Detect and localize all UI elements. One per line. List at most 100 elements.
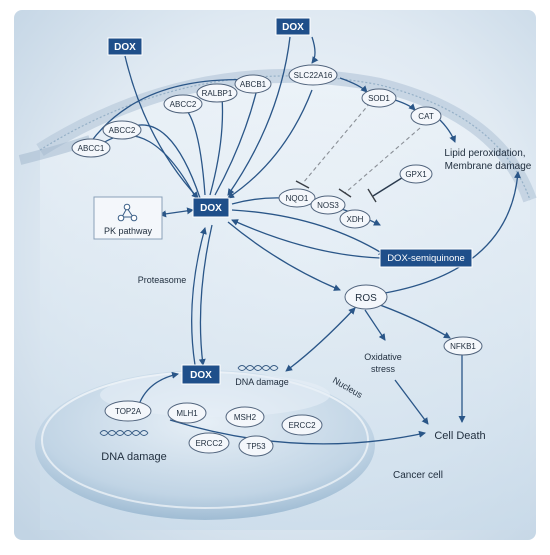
inhibition-bars [295, 175, 406, 203]
node-ercc2-left[interactable]: ERCC2 [188, 432, 230, 454]
arrow-dox-to-ros [227, 221, 341, 291]
node-mlh1[interactable]: MLH1 [167, 402, 207, 424]
dna-damage-cyto-label: DNA damage [235, 377, 289, 387]
arc-abcc1 [99, 134, 199, 203]
gpx1-label: GPX1 [405, 170, 427, 179]
abcc2-lower-label: ABCC2 [109, 126, 136, 135]
dna-helix-nucleus [99, 430, 149, 436]
ralbp1-label: RALBP1 [202, 89, 233, 98]
arrow-nucleus-to-death [169, 419, 426, 445]
cancer-cell-label: Cancer cell [393, 470, 443, 481]
node-ros[interactable]: ROS [344, 284, 388, 310]
msh2-label: MSH2 [234, 413, 257, 422]
nqo1-label: NQO1 [286, 194, 309, 203]
node-nos3[interactable]: NOS3 [310, 195, 346, 215]
arrow-cat-to-lipid [439, 119, 456, 143]
arrow-slc-to-dox [227, 89, 313, 199]
arc-abcb1 [214, 84, 259, 196]
pathway-arrows [89, 36, 521, 445]
node-top2a[interactable]: TOP2A [104, 400, 152, 422]
dox-semiquinone-box[interactable]: DOX-semiquinone [379, 248, 473, 268]
inhibit-cat [344, 127, 421, 194]
arrow-pk-dox [159, 207, 194, 218]
dox-box-left[interactable]: DOX [107, 37, 143, 56]
inhibition-lines [302, 102, 421, 194]
node-slc22a16[interactable]: SLC22A16 [288, 64, 338, 86]
inhibit-bar-1 [295, 180, 310, 189]
dox-label-center: DOX [200, 203, 222, 214]
node-tp53[interactable]: TP53 [238, 435, 274, 457]
node-gpx1[interactable]: GPX1 [399, 164, 433, 184]
dna-damage-nucleus-label: DNA damage [101, 451, 166, 463]
arrow-ox-to-death [394, 379, 429, 425]
arrow-dox-to-semiq [231, 209, 386, 256]
arrow-slc-to-sod1 [339, 77, 368, 93]
node-abcc2-upper[interactable]: ABCC2 [163, 94, 203, 114]
pk-pathway-label: PK pathway [104, 226, 153, 236]
xdh-label: XDH [347, 215, 364, 224]
top2a-label: TOP2A [115, 407, 142, 416]
ercc2-right-label: ERCC2 [288, 421, 316, 430]
arrow-dox-to-nuclear [198, 224, 213, 366]
node-abcc2-lower[interactable]: ABCC2 [102, 120, 142, 140]
node-nfkb1[interactable]: NFKB1 [443, 336, 483, 356]
membrane-texture [39, 75, 531, 201]
inhibit-bar-3 [367, 188, 377, 203]
oxidative-label-line1: Oxidative [364, 352, 402, 362]
arc-efflux-top [89, 76, 253, 144]
lipid-label-line1: Lipid peroxidation, [444, 148, 525, 159]
node-msh2[interactable]: MSH2 [225, 406, 265, 428]
node-xdh[interactable]: XDH [339, 209, 371, 229]
inhibit-sod1 [302, 102, 371, 184]
dox-box-top[interactable]: DOX [275, 17, 311, 36]
network-icon [117, 203, 138, 222]
oxidative-label-line2: stress [371, 364, 396, 374]
abcc1-label: ABCC1 [78, 144, 105, 153]
arrow-top2a-to-dox [139, 371, 179, 403]
arrow-topdox-to-dox [227, 36, 291, 196]
inhibit-gpx1 [372, 175, 406, 197]
mlh1-label: MLH1 [176, 409, 198, 418]
node-ralbp1[interactable]: RALBP1 [196, 83, 238, 103]
dox-box-center[interactable]: DOX [192, 197, 230, 218]
arrow-sod1-to-cat [394, 99, 416, 111]
arrow-semiq-to-dox [231, 219, 381, 259]
node-abcc1[interactable]: ABCC1 [71, 138, 111, 158]
dox-label-top: DOX [282, 22, 304, 33]
ros-label: ROS [355, 293, 377, 304]
dox-label-nuclear: DOX [190, 370, 212, 381]
abcb1-label: ABCB1 [240, 80, 267, 89]
dna-helix-cyto [237, 365, 279, 371]
tp53-label: TP53 [246, 442, 266, 451]
arrow-ros-to-lipid [384, 171, 521, 294]
arrow-ros-to-nfkb1 [379, 304, 451, 339]
node-cat[interactable]: CAT [410, 106, 442, 126]
node-sod1[interactable]: SOD1 [361, 88, 397, 108]
dox-box-nuclear[interactable]: DOX [181, 364, 221, 385]
inhibit-bar-2 [338, 188, 352, 198]
arrow-dna-ros [285, 307, 356, 372]
pk-pathway-box[interactable]: PK pathway [93, 196, 163, 240]
nfkb1-label: NFKB1 [450, 342, 476, 351]
lipid-label-line2: Membrane damage [445, 161, 532, 172]
slc22a16-label: SLC22A16 [294, 71, 333, 80]
arc-ralbp1 [209, 96, 224, 196]
abcc2-label: ABCC2 [170, 100, 197, 109]
cell-death-label: Cell Death [434, 430, 485, 442]
node-ercc2-right[interactable]: ERCC2 [281, 414, 323, 436]
nos3-label: NOS3 [317, 201, 339, 210]
node-nqo1[interactable]: NQO1 [278, 188, 316, 208]
arrow-leftdox-to-dox [124, 55, 199, 199]
ercc2-left-label: ERCC2 [195, 439, 223, 448]
cat-label: CAT [418, 112, 434, 121]
arrow-nuclear-to-dox [191, 227, 207, 366]
arrow-ros-to-oxstress [364, 309, 386, 341]
dox-semiquinone-label: DOX-semiquinone [387, 253, 465, 264]
node-abcb1[interactable]: ABCB1 [234, 74, 272, 94]
proteasome-label: Proteasome [138, 275, 187, 285]
arrow-dox-to-slc22a16 [311, 36, 319, 64]
sod1-label: SOD1 [368, 94, 390, 103]
nucleus-highlight [100, 373, 330, 417]
